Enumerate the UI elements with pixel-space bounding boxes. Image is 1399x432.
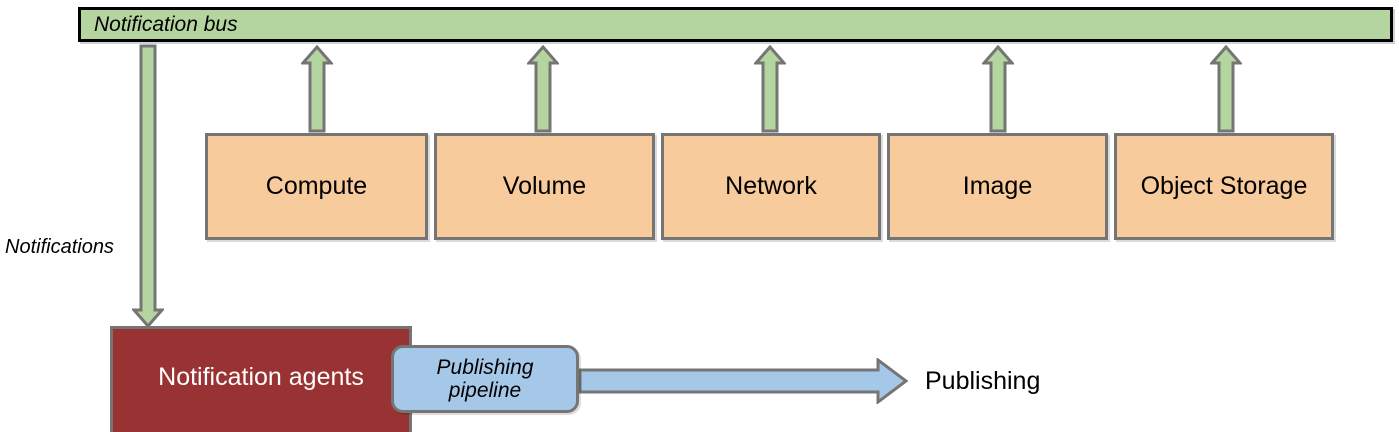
service-label-image: Image [962,172,1033,200]
service-label-object-storage: Object Storage [1140,172,1308,200]
publishing-flow-label: Publishing [925,367,1041,395]
service-label-network: Network [725,172,817,200]
publishing-arrow [578,358,908,404]
notification-agents-box[interactable]: Notification agents [110,326,412,432]
up-arrow-image [982,45,1014,133]
service-box-compute[interactable]: Compute [205,133,428,240]
service-label-compute: Compute [265,172,368,200]
up-arrow-volume [527,45,559,133]
publishing-pipeline-line1: Publishing [436,355,534,379]
up-arrow-compute [301,45,333,133]
notification-agents-label: Notification agents [158,362,364,391]
up-arrow-network [754,45,786,133]
notification-bus: Notification bus [78,7,1393,42]
service-box-object-storage[interactable]: Object Storage [1114,133,1334,240]
notification-bus-label: Notification bus [94,12,238,36]
service-box-image[interactable]: Image [887,133,1108,240]
service-box-volume[interactable]: Volume [434,133,655,240]
down-arrow-notifications [132,44,164,328]
service-label-volume: Volume [502,172,587,200]
service-box-network[interactable]: Network [661,133,881,240]
notifications-flow-label: Notifications [5,236,114,258]
publishing-pipeline-line2: pipeline [448,379,522,402]
up-arrow-object-storage [1210,45,1242,133]
